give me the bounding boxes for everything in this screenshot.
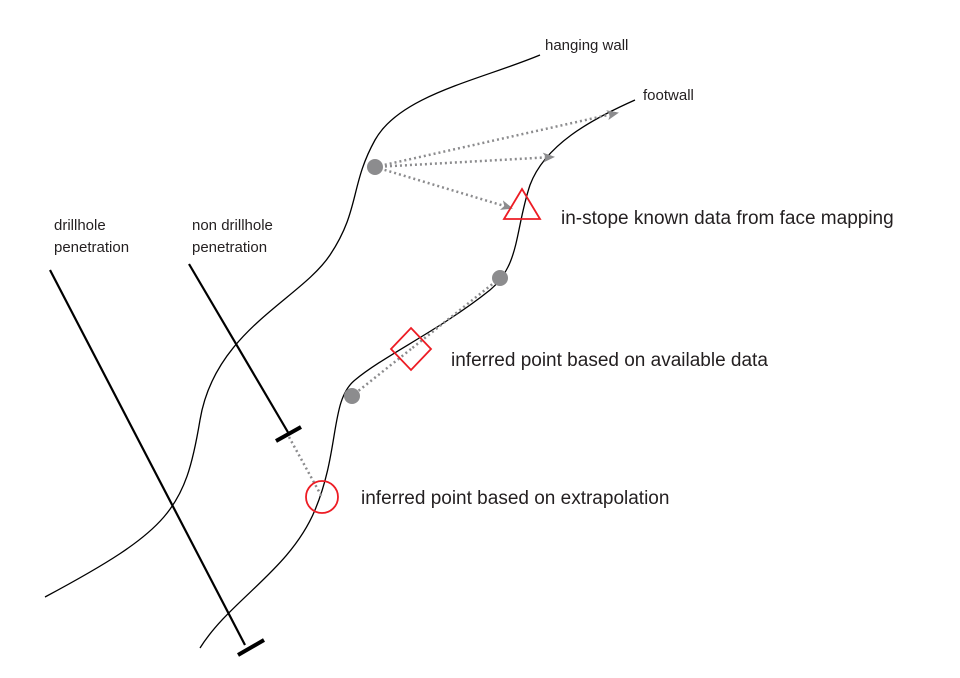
data-point-hanging-wall <box>367 159 383 175</box>
circle-icon <box>305 480 339 514</box>
projection-arrow-triangle <box>374 165 513 210</box>
drillhole-label-line1: drillhole <box>54 217 106 234</box>
data-point-footwall-lower <box>344 388 360 404</box>
non-drillhole-end-tick <box>275 425 302 443</box>
drillhole-label-line2: penetration <box>54 239 129 256</box>
inferred-available-label: inferred point based on available data <box>451 350 768 371</box>
known-data-label: in-stope known data from face mapping <box>561 208 894 229</box>
non-drillhole-label-line1: non drillhole <box>192 217 273 234</box>
data-point-footwall-upper <box>492 270 508 286</box>
triangle-icon <box>502 187 542 220</box>
footwall-label: footwall <box>643 87 694 104</box>
connector-diamond-to-lower <box>351 348 412 397</box>
drillhole-end-tick <box>237 638 265 657</box>
non-drillhole-label-line2: penetration <box>192 239 267 256</box>
connector-tick-to-circle <box>287 436 324 498</box>
projection-arrow-footwall <box>374 110 619 169</box>
drillhole-line <box>49 269 246 646</box>
hanging-wall-curve <box>44 54 541 598</box>
diamond-icon <box>389 326 433 372</box>
footwall-curve <box>199 99 636 649</box>
non-drillhole-line <box>188 263 290 435</box>
inferred-extrapolation-label: inferred point based on extrapolation <box>361 488 669 509</box>
projection-arrow-mid <box>374 152 555 169</box>
connector-upper-to-diamond <box>410 277 501 350</box>
hanging-wall-label: hanging wall <box>545 37 628 54</box>
